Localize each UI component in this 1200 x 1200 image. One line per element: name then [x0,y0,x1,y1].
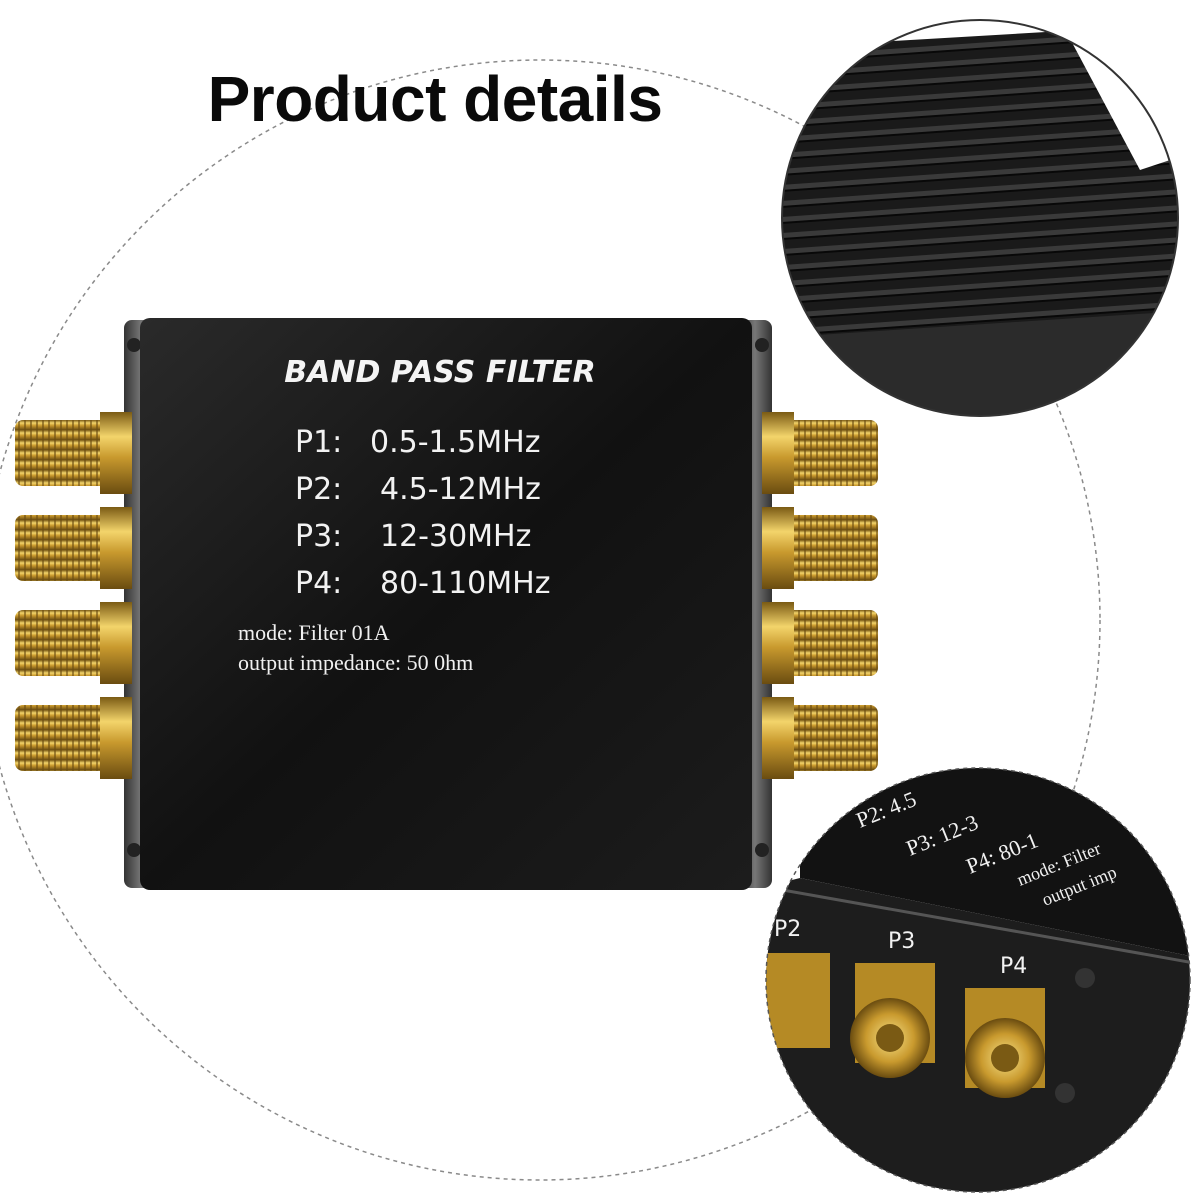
band-range-p4: 80-110MHz [380,566,550,601]
band-range-p1: 0.5-1.5MHz [370,425,540,460]
band-range-p2: 4.5-12MHz [380,472,541,507]
device-title: BAND PASS FILTER [284,355,595,390]
port-label-p4: P4 [1000,954,1027,979]
port-label-p2: P2 [774,917,801,942]
mode-line: mode: Filter 01A [238,620,390,645]
detail-ports-closeup: P2: 4.5 P3: 12-3 P4: 80-1 mode: Filter o… [765,767,1191,1193]
band-range-p3: 12-30MHz [380,519,531,554]
detail-ribbed-surface [781,19,1179,417]
impedance-line: output impedance: 50 0hm [238,650,473,675]
page-title: Product details [207,63,663,135]
band-label-p1: P1: [295,425,342,460]
left-sma-connectors [15,412,132,779]
right-sma-connectors [762,412,878,779]
port-label-p3: P3 [888,929,915,954]
band-label-p3: P3: [295,519,342,554]
band-label-p4: P4: [295,566,342,601]
band-label-p2: P2: [295,472,342,507]
